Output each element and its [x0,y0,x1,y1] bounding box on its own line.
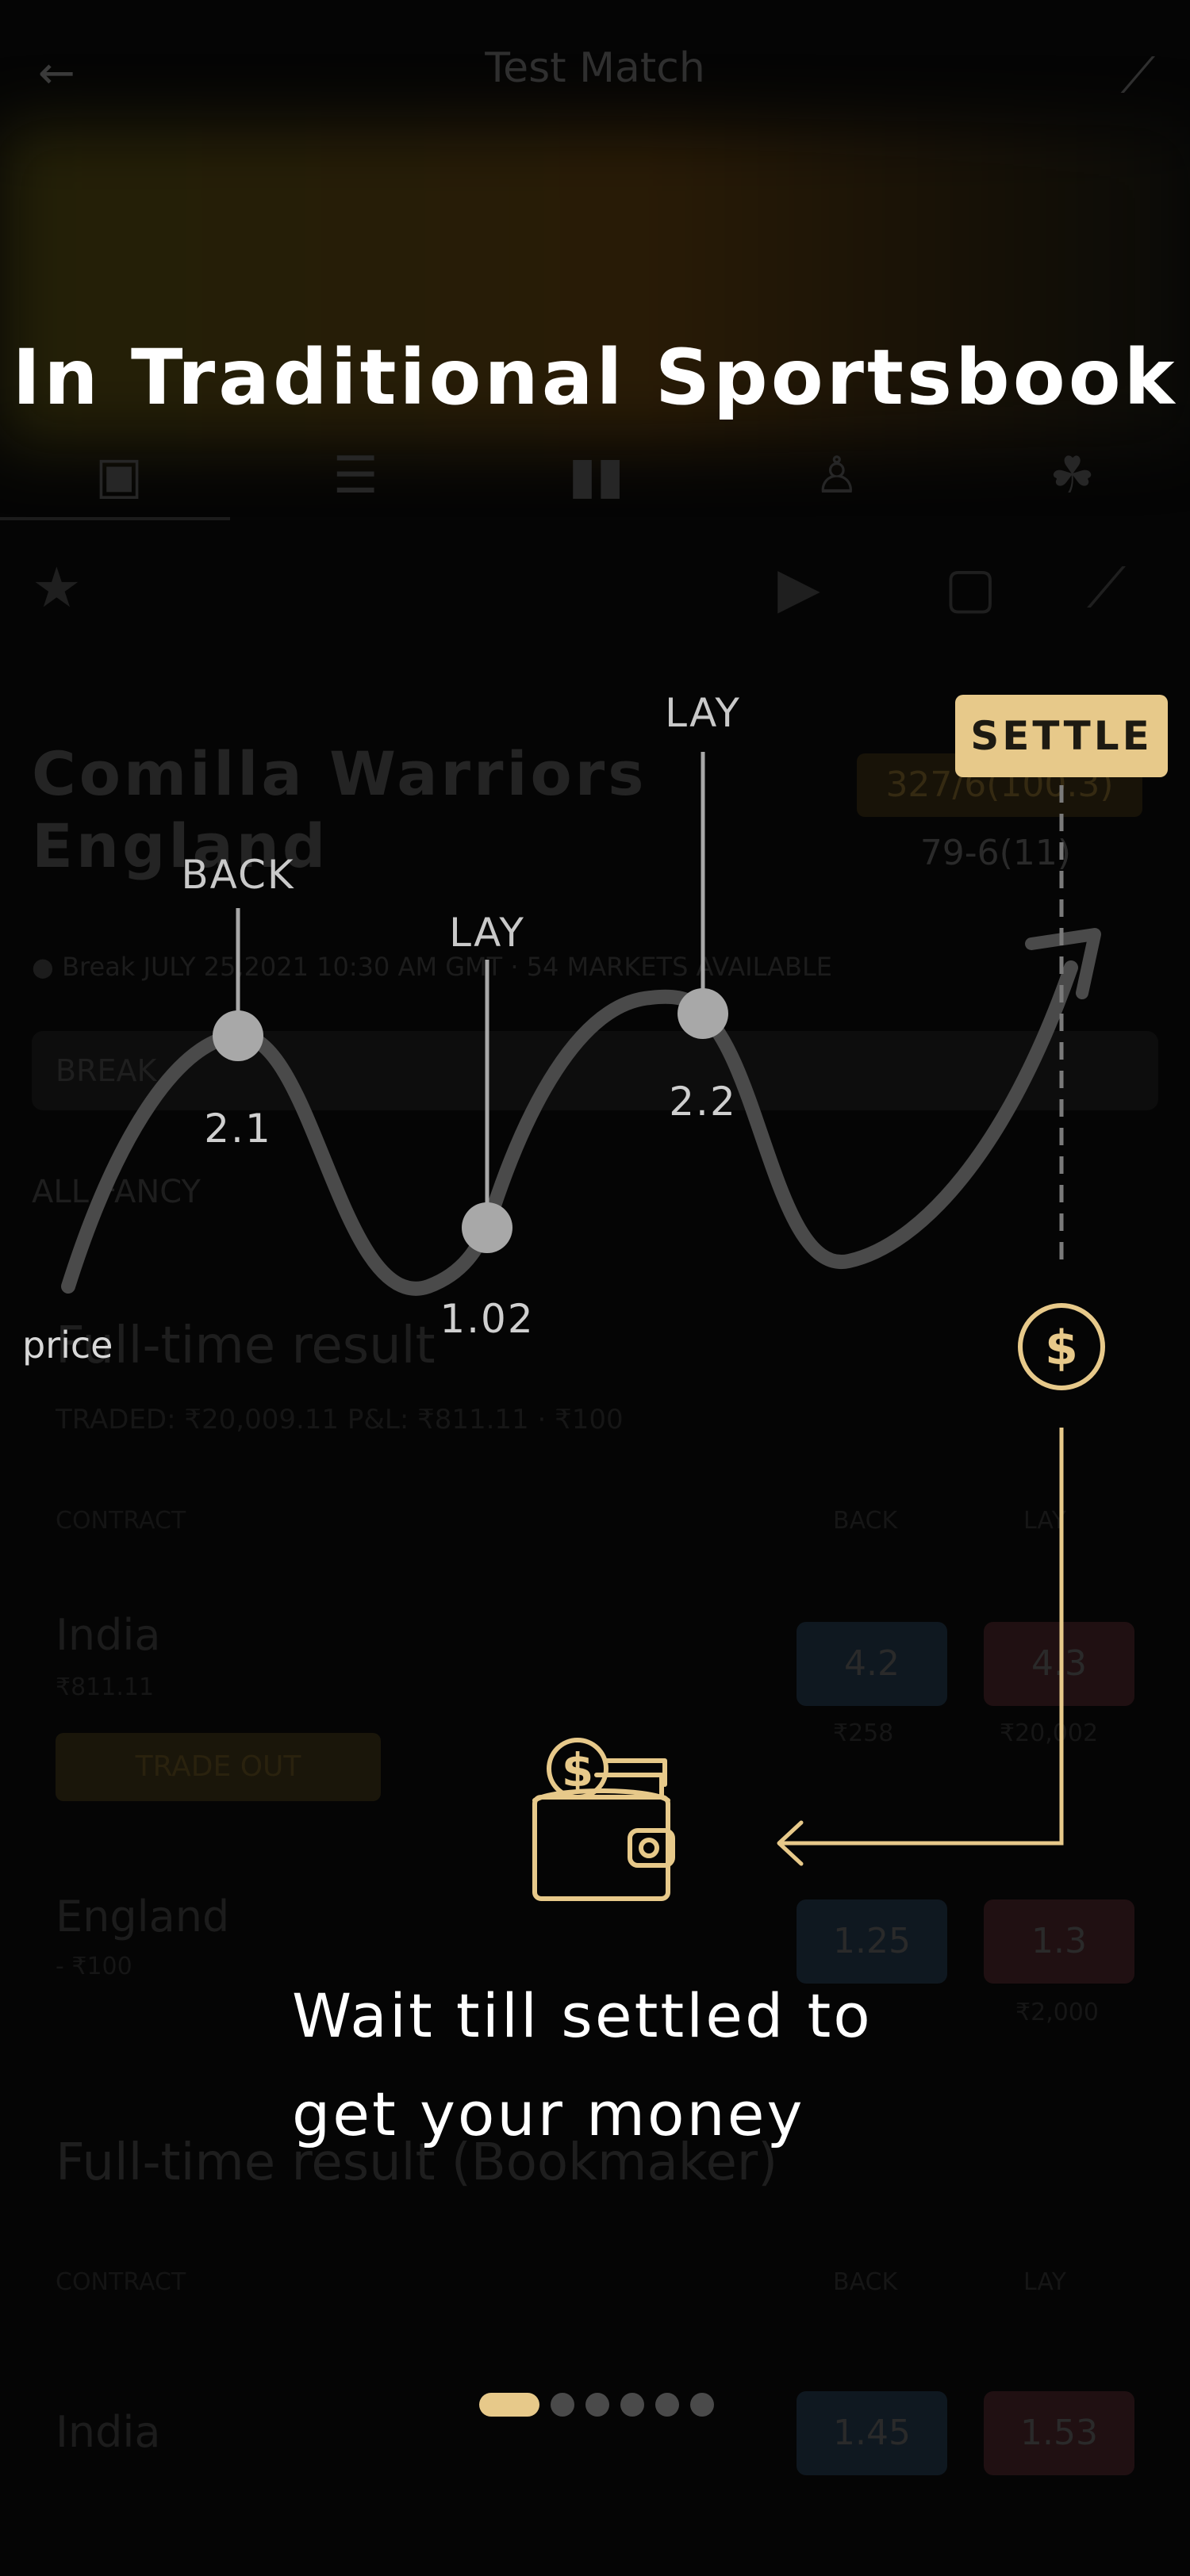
lay-odds-button[interactable]: 4.3 [984,1622,1134,1706]
price-axis-label: price [22,1324,113,1367]
traded-summary: TRADED: ₹20,009.11 P&L: ₹811.11 · ₹100 [56,1404,624,1436]
overlay-title: In Traditional Sportsbook [12,333,1178,422]
back-header: BACK [833,2268,898,2296]
contract-header: CONTRACT [56,1507,186,1535]
tab-indicator [0,517,230,520]
page-dot[interactable] [690,2393,714,2417]
tab-players-icon[interactable]: ♙ [814,447,860,505]
match-heading: Comilla Warriors England [32,738,647,882]
contract-name: India [56,2407,161,2457]
marker-dot [462,1202,512,1253]
match-tabs: ▣ ☰ ▮▮ ♙ ☘ [0,428,1190,523]
page-indicator[interactable] [479,2392,714,2417]
back-odds-button[interactable]: 4.2 [797,1622,947,1706]
trade-out-button[interactable]: TRADE OUT [56,1733,381,1801]
bat-icon[interactable]: ⟋ [1087,555,1126,620]
lay-volume: ₹20,002 [1000,1719,1099,1747]
payout-arrow [779,1428,1064,1846]
page-dot[interactable] [551,2393,574,2417]
lay-header: LAY [1023,2268,1066,2296]
back-odds-button[interactable]: 1.25 [797,1899,947,1984]
star-icon[interactable]: ★ [32,555,82,620]
scoreboard-icon[interactable]: ▢ [944,555,997,620]
svg-text:$: $ [1045,1321,1078,1376]
lay-header: LAY [1023,1507,1066,1535]
back-volume: ₹258 [833,1719,894,1747]
page-dot-active[interactable] [479,2393,539,2417]
lay-odds-button[interactable]: 1.3 [984,1899,1134,1984]
contract-pnl: ₹811.11 [56,1673,155,1701]
lay-odds-button[interactable]: 1.53 [984,2391,1134,2475]
dollar-coin-icon: $ [1018,1303,1105,1390]
section-title: Full-time result [56,1317,436,1375]
ticket-icon[interactable]: ⟋ [1120,46,1155,104]
trend-arrow-icon [1025,928,1101,999]
tab-stats-icon[interactable]: ▮▮ [568,447,624,505]
match-title: Test Match [485,44,705,92]
tab-live-icon[interactable]: ▣ [94,447,144,505]
settle-badge: SETTLE [955,695,1168,777]
media-icon-row: ★ ▶ ▢ ⟋ [0,555,1190,650]
page-dot[interactable] [620,2393,644,2417]
video-icon[interactable]: ▶ [777,555,820,620]
top-bar: ← Test Match ⟋ [0,0,1190,143]
point-price-label: 2.1 [204,1106,272,1152]
point-action-label: LAY [665,690,741,736]
back-odds-button[interactable]: 1.45 [797,2391,947,2475]
back-arrow-icon[interactable]: ← [38,48,75,99]
svg-text:$: $ [562,1743,593,1797]
marker-dot [678,988,728,1039]
wallet-icon: $ [532,1738,675,1901]
point-action-label: LAY [449,910,525,956]
back-header: BACK [833,1507,898,1535]
lay-volume: ₹2,000 [1015,1999,1099,2026]
tab-list-icon[interactable]: ☰ [332,447,378,505]
match-meta: ● Break JULY 25,2021 10:30 AM GMT · 54 M… [32,952,833,982]
onboarding-message: Wait till settled to get your money [292,1980,873,2149]
contract-pnl: - ₹100 [56,1953,132,1980]
page-dot[interactable] [655,2393,679,2417]
point-action-label: BACK [181,852,294,898]
page-dot[interactable] [585,2393,609,2417]
marker-dot [213,1010,263,1061]
header-banner [0,127,1190,444]
tab-team-icon[interactable]: ☘ [1049,447,1096,505]
contract-name: India [56,1610,161,1660]
point-price-label: 2.2 [669,1079,737,1125]
contract-header: CONTRACT [56,2268,186,2296]
score-bottom: 79-6(11) [919,833,1071,873]
section-title: Full-time result (Bookmaker) [56,2133,778,2192]
payout-arrowhead-icon [777,1820,804,1866]
contract-name: England [56,1892,230,1942]
point-price-label: 1.02 [440,1296,534,1342]
